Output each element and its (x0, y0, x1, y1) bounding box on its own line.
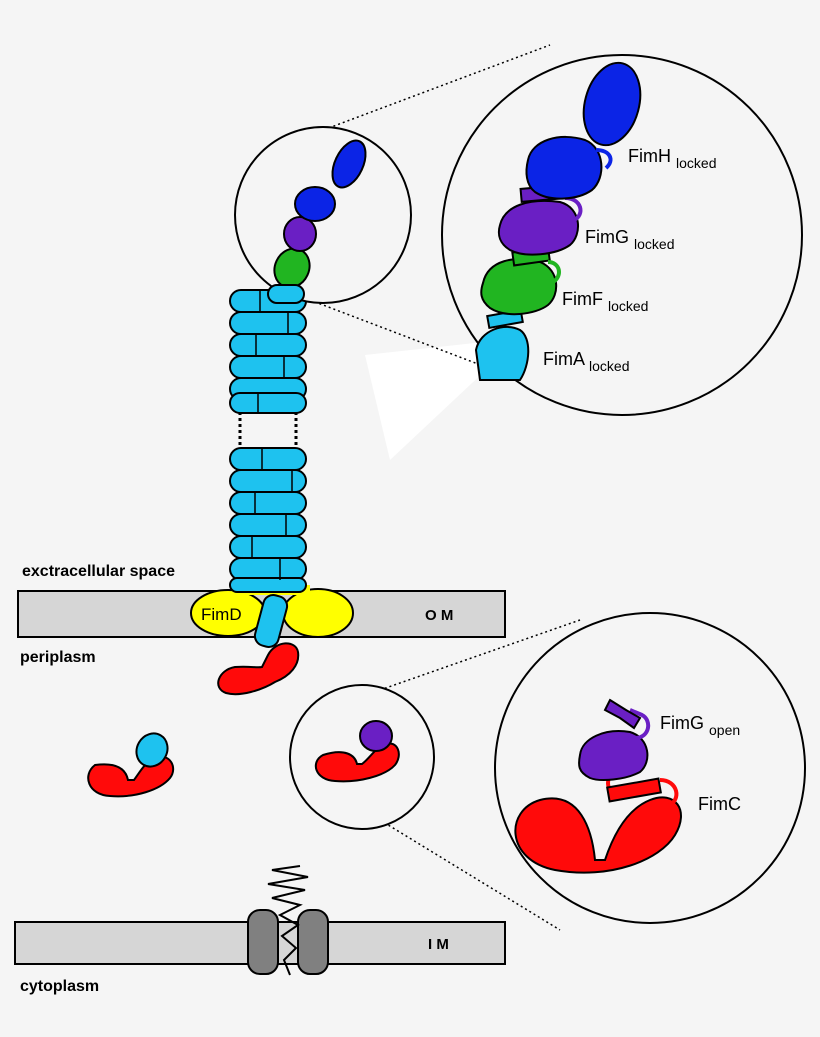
label-fima: FimA locked (543, 349, 630, 374)
fimh-linker (595, 148, 613, 170)
pilus-rod-upper (229, 289, 307, 414)
label-fimc: FimC (698, 794, 741, 814)
channel-subunit-right (297, 909, 329, 975)
tip-fibrillum-large (474, 61, 642, 381)
outer-membrane-label: O M (425, 607, 453, 624)
fimh-small-lectin-base (294, 186, 336, 222)
fimc-fima-complex (87, 732, 175, 798)
fimh-lectin-domain (582, 61, 642, 147)
fima-in-channel (253, 594, 289, 648)
fimh-pilin-domain (525, 135, 603, 200)
extracellular-label: exctracellular space (22, 563, 175, 580)
zoom-connector-bottom-upper (379, 619, 581, 691)
channel-subunit-left (247, 909, 279, 975)
fimf-large (480, 258, 558, 316)
fima-free (135, 732, 169, 768)
fimf-linker (547, 260, 561, 284)
fimg-large (497, 199, 580, 256)
fima-large (474, 325, 530, 381)
tip-fibrillum-small (273, 139, 367, 289)
fimd-label: FimD (201, 605, 242, 624)
fimg-open-linker (629, 708, 651, 740)
fimc-fimg-complex-large (514, 698, 682, 874)
periplasm-label: periplasm (20, 649, 96, 666)
fimc-at-usher (217, 642, 300, 696)
inner-membrane-translocon (247, 865, 329, 976)
zoom-circle-large-top (441, 54, 803, 416)
fimh-small-lectin (331, 139, 367, 189)
fimg-open-large (578, 730, 649, 781)
fimg-open-strand (603, 698, 642, 730)
pilus-rod-lower (229, 447, 307, 593)
zoom-circle-large-bottom (494, 612, 806, 924)
unfolded-polypeptide (267, 865, 309, 976)
fimd-lobe-right (282, 588, 354, 638)
zoom-top-labels: FimH locked FimG locked FimF locked FimA… (543, 146, 716, 374)
label-fimf: FimF locked (562, 289, 648, 314)
fimc-loop-right (659, 778, 679, 808)
fimc-small (314, 742, 400, 783)
cytoplasm-label: cytoplasm (20, 978, 99, 995)
fimg-small (283, 216, 317, 252)
fimc-strand (606, 777, 662, 803)
rod-tip-join (267, 284, 305, 304)
fimc-fimg-complex-small (314, 720, 400, 783)
fimg-small-open (359, 720, 393, 752)
label-fimg-open: FimG open (660, 713, 740, 738)
label-fimh: FimH locked (628, 146, 716, 171)
fimc-large (514, 796, 682, 874)
zoom-connector-bottom-lower (379, 819, 561, 931)
zoom-circle-small-bottom (289, 684, 435, 830)
zoom-bottom-labels: FimG open FimC (660, 713, 741, 814)
label-fimg-locked: FimG locked (585, 227, 674, 252)
inner-membrane-label: I M (428, 936, 449, 953)
